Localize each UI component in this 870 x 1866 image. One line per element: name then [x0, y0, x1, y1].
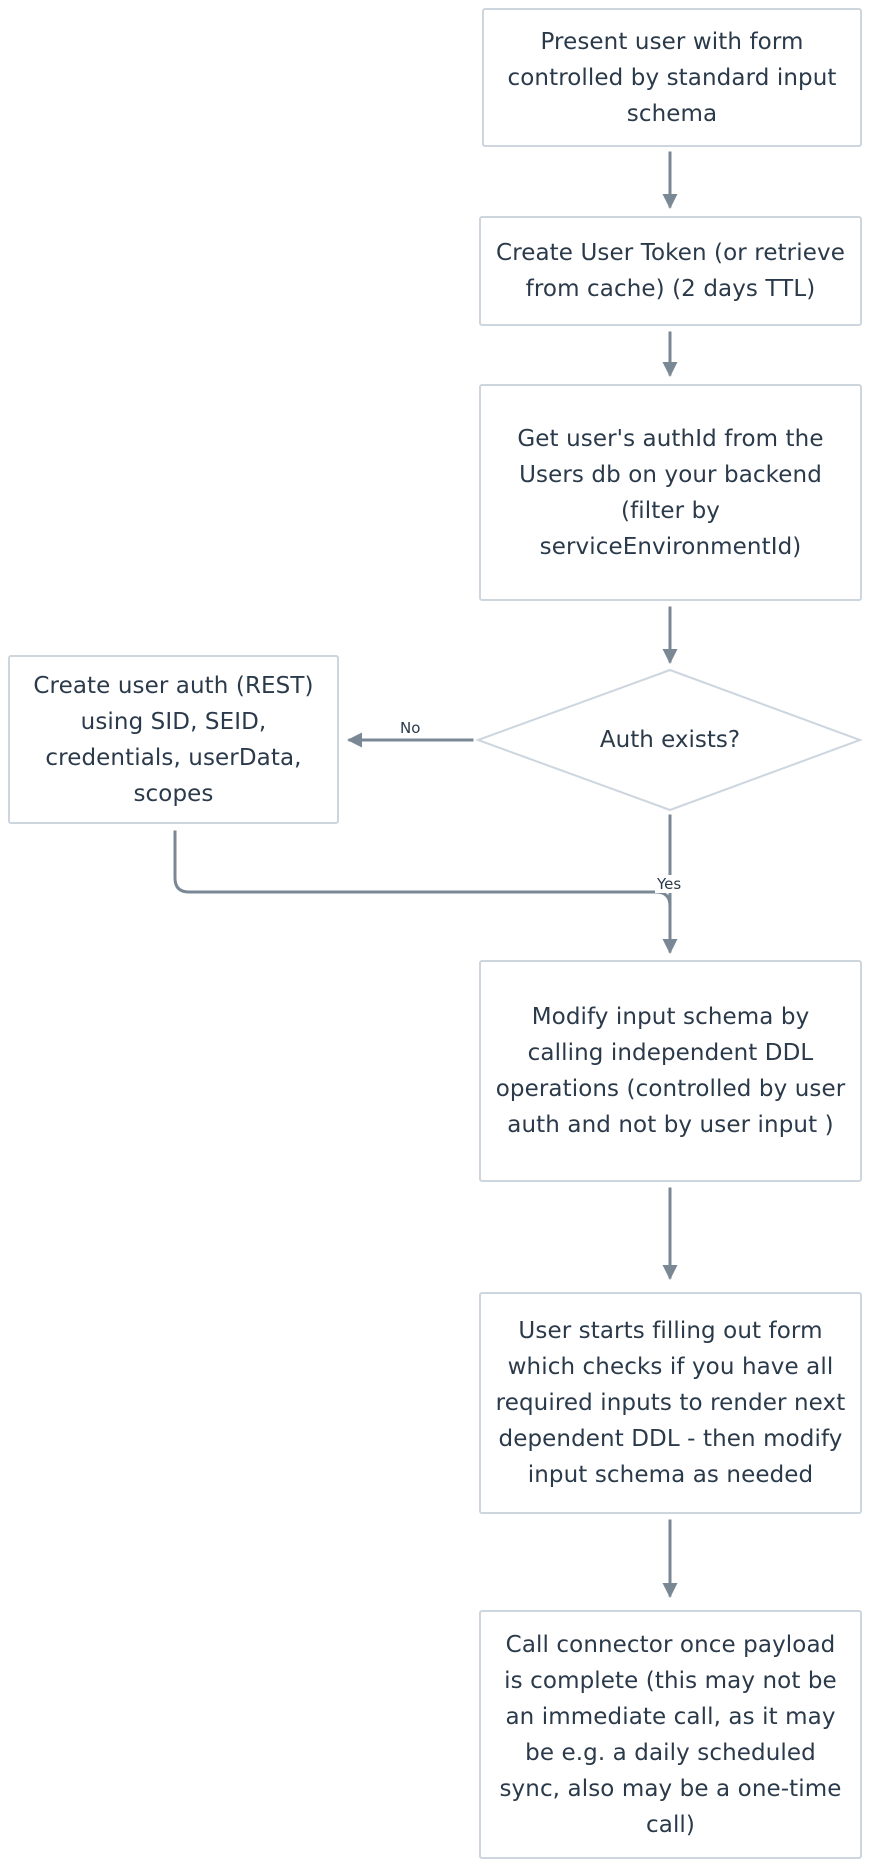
node-fill-form-label: User starts filling out form which check…: [495, 1318, 846, 1488]
node-fill-form[interactable]: User starts filling out form which check…: [479, 1292, 862, 1514]
edge-label-yes: Yes: [655, 875, 684, 893]
node-present-form[interactable]: Present user with form controlled by sta…: [482, 8, 862, 147]
node-modify-schema-label: Modify input schema by calling independe…: [495, 1004, 846, 1138]
decision-diamond-auth-exists[interactable]: [475, 668, 863, 812]
node-get-authid[interactable]: Get user's authId from the Users db on y…: [479, 384, 862, 601]
node-create-token[interactable]: Create User Token (or retrieve from cach…: [479, 216, 862, 326]
node-create-auth-label: Create user auth (REST) using SID, SEID,…: [33, 672, 314, 807]
node-get-authid-label: Get user's authId from the Users db on y…: [517, 425, 824, 560]
edge-label-no: No: [398, 719, 423, 737]
node-create-token-label: Create User Token (or retrieve from cach…: [496, 240, 845, 302]
node-present-form-label: Present user with form controlled by sta…: [507, 28, 837, 127]
decision-auth-exists-label: Auth exists?: [599, 727, 741, 753]
edge-create-auth-to-modify: [173, 830, 672, 908]
node-call-connector[interactable]: Call connector once payload is complete …: [479, 1610, 862, 1859]
node-create-auth[interactable]: Create user auth (REST) using SID, SEID,…: [8, 655, 339, 824]
node-call-connector-label: Call connector once payload is complete …: [499, 1631, 842, 1838]
node-modify-schema[interactable]: Modify input schema by calling independe…: [479, 960, 862, 1182]
